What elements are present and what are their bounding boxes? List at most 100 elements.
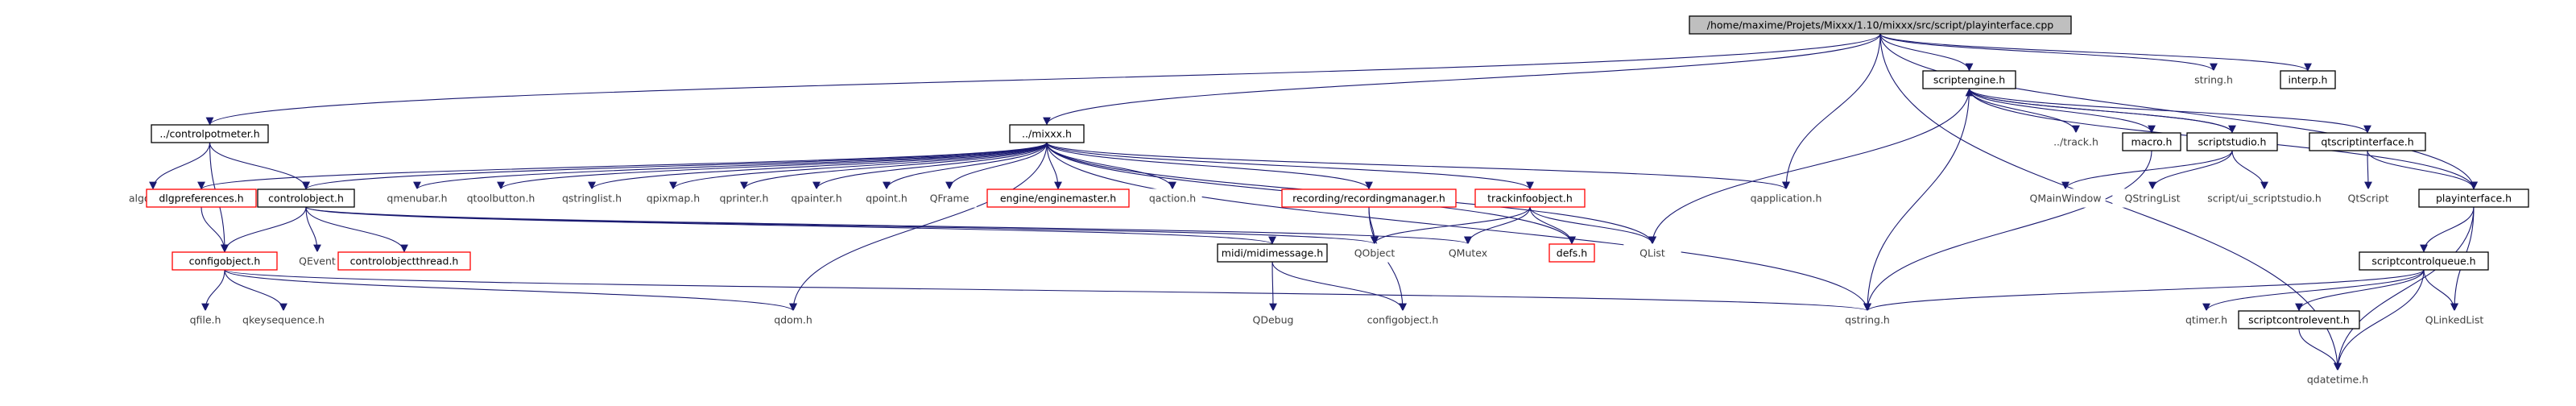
node-label: qstringlist.h [562, 193, 622, 205]
node-qevent: QEvent [287, 251, 348, 271]
node-controlobject: controlobject.h [257, 188, 355, 208]
edge-controlobject-to-controlobjectthread [305, 206, 408, 253]
node-mixxx: ../mixxx.h [1009, 124, 1085, 143]
edge-configobject-to-qstring [224, 269, 1871, 312]
edge-trackinfoobject-to-qlist [1529, 206, 1656, 245]
edge-scriptengine-to-qstring [1863, 88, 1970, 312]
node-qlinkedlist: QLinkedList [2409, 310, 2500, 329]
edge-mixxx-to-trackinfoobject [1046, 142, 1534, 190]
node-label: playinterface.h [2436, 193, 2512, 205]
node-label: qprinter.h [720, 193, 769, 205]
edge-root-to-qdatetime [1879, 33, 2342, 371]
node-label: scriptcontrolqueue.h [2371, 255, 2475, 267]
node-qaction: qaction.h [1143, 188, 1202, 208]
node-qdom: qdom.h [767, 310, 819, 329]
edge-root-to-controlpotmeter [205, 33, 1881, 126]
edge-controlobject-to-qmutex [305, 206, 1472, 245]
edge-recordingmanager-to-qobject [1368, 206, 1379, 245]
edge-qtscriptinterface-to-playinterface [2367, 150, 2478, 190]
edge-macro-to-qstring [1863, 150, 2152, 312]
node-label: QList [1639, 247, 1665, 259]
node-configobject2: configobject.h [1352, 310, 1453, 329]
node-label: dlgpreferences.h [159, 193, 243, 205]
node-macro: macro.h [2122, 132, 2181, 151]
edge-root-to-scriptengine [1879, 33, 1974, 72]
edge-mixxx-to-qtoolbutton [497, 142, 1048, 190]
edge-mixxx-to-dlgpreferences [197, 142, 1048, 190]
node-label: qstring.h [1845, 314, 1890, 326]
edge-scriptcontrolevent-to-qdatetime [2298, 328, 2342, 371]
node-label: midi/midimessage.h [1222, 247, 1323, 259]
edge-mixxx-to-qstring [1046, 142, 1871, 312]
node-qstringlist: qstringlist.h [552, 188, 632, 208]
node-label: qpoint.h [866, 193, 908, 205]
edge-mixxx-to-qpoint [883, 142, 1048, 190]
node-qpixmap: qpixmap.h [640, 188, 706, 208]
node-label: QStringList [2125, 193, 2181, 205]
node-qstring: qstring.h [1834, 310, 1901, 329]
node-scriptengine: scriptengine.h [1922, 70, 2016, 89]
node-label: qpainter.h [791, 193, 841, 205]
node-label: scriptcontrolevent.h [2248, 314, 2350, 326]
node-qlist: QList [1623, 243, 1681, 263]
node-qmutex: QMutex [1439, 243, 1497, 263]
edge-scriptengine-to-qtscriptinterface [1968, 88, 2371, 134]
node-qprinter: qprinter.h [713, 188, 775, 208]
node-label: recording/recordingmanager.h [1292, 193, 1445, 205]
node-qdatetime: qdatetime.h [2294, 370, 2381, 389]
node-ui_scriptstudio: script/ui_scriptstudio.h [2199, 188, 2330, 208]
node-label: qpixmap.h [647, 193, 700, 205]
edge-scriptcontrolqueue-to-qstring [1863, 269, 2425, 312]
edge-configobject-to-qfile [201, 269, 225, 312]
edge-root-to-string [1879, 33, 2218, 72]
node-label: qtimer.h [2185, 314, 2227, 326]
node-interp: interp.h [2280, 70, 2336, 89]
edge-trackinfoobject-to-qobject [1371, 206, 1531, 245]
node-label: configobject.h [189, 255, 261, 267]
edge-root-to-interp [1879, 33, 2312, 72]
edge-controlobject-to-configobject [221, 206, 307, 253]
edge-scriptstudio-to-scriptengine [1965, 88, 2233, 134]
node-scriptstudio: scriptstudio.h [2186, 132, 2278, 151]
edge-root-to-mixxx [1043, 33, 1881, 126]
edge-controlobject-to-midimessage [305, 206, 1276, 245]
node-label: scriptengine.h [1933, 74, 2005, 86]
node-qstringlist2: QStringList [2112, 188, 2193, 208]
node-controlpotmeter: ../controlpotmeter.h [151, 124, 269, 143]
node-qmenubar: qmenubar.h [381, 188, 453, 208]
node-label: qdatetime.h [2307, 374, 2368, 386]
node-label: QMainWindow [2030, 193, 2102, 205]
node-label: QObject [1354, 247, 1396, 259]
node-qtoolbutton: qtoolbutton.h [460, 188, 542, 208]
edge-scriptcontrolqueue-to-qlinkedlist [2423, 269, 2458, 312]
node-label: controlobject.h [268, 193, 344, 205]
edge-mixxx-to-controlobject [302, 142, 1048, 190]
node-qkeysequence: qkeysequence.h [236, 310, 331, 329]
node-qdebug: QDebug [1244, 310, 1302, 329]
node-label: interp.h [2289, 74, 2328, 86]
node-label: engine/enginemaster.h [1000, 193, 1116, 205]
edge-mixxx-to-qframe [945, 142, 1048, 190]
node-qpoint: qpoint.h [858, 188, 916, 208]
node-track: ../track.h [2045, 132, 2107, 151]
edge-scriptcontrolqueue-to-qtimer [2202, 269, 2425, 312]
edge-scriptengine-to-macro [1968, 88, 2156, 134]
node-scriptcontrolqueue: scriptcontrolqueue.h [2359, 251, 2489, 271]
node-label: QFrame [930, 193, 970, 205]
node-label: ../track.h [2053, 136, 2098, 148]
edge-scriptstudio-to-ui_scriptstudio [2231, 150, 2268, 190]
edge-controlpotmeter-to-algorithm [149, 142, 211, 190]
node-qfile: qfile.h [183, 310, 228, 329]
edge-configobject-to-qkeysequence [224, 269, 287, 312]
node-label: /home/maxime/Projets/Mixxx/1.10/mixxx/sr… [1707, 19, 2054, 31]
edge-scriptengine-to-track [1968, 88, 2080, 134]
node-qmainwindow: QMainWindow [2025, 188, 2106, 208]
node-qframe: QFrame [922, 188, 977, 208]
node-qobject: QObject [1344, 243, 1405, 263]
edge-midimessage-to-configobject2 [1271, 261, 1407, 312]
node-label: ../mixxx.h [1022, 128, 1072, 140]
edge-mixxx-to-recordingmanager [1046, 142, 1373, 190]
node-trackinfoobject: trackinfoobject.h [1474, 188, 1586, 208]
node-root: /home/maxime/Projets/Mixxx/1.10/mixxx/sr… [1689, 15, 2072, 35]
node-label: QEvent [299, 255, 336, 267]
